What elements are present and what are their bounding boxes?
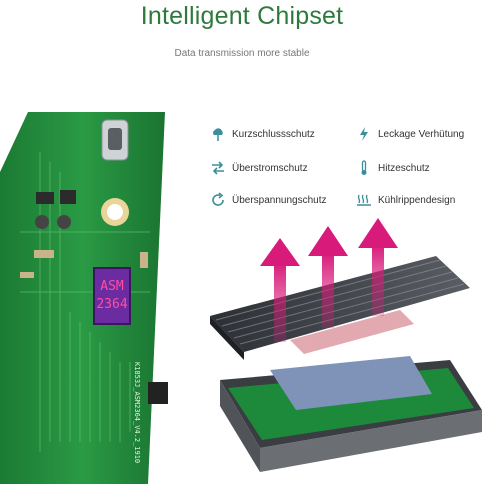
feature-list: Kurzschlussschutz Leckage Verhütung Über…	[210, 126, 484, 216]
heat-arrows	[260, 218, 398, 342]
feature-label: Kurzschlussschutz	[232, 128, 315, 140]
lightning-icon	[360, 127, 368, 141]
thermometer-icon	[361, 160, 367, 175]
feature-label: Überspannungschutz	[232, 194, 327, 206]
cycle-icon	[212, 192, 224, 206]
page-title: Intelligent Chipset	[140, 2, 344, 30]
feature-cooling-fins: Kühlrippendesign	[356, 192, 455, 208]
page-subtitle: Data transmission more stable	[174, 48, 310, 59]
heat-waves-icon	[357, 194, 371, 206]
silkscreen-text: K1853J_ASM2364_V4.2_1910	[133, 362, 141, 463]
feature-label: Überstromschutz	[232, 162, 308, 174]
current-arrows-icon	[212, 161, 224, 175]
feature-overcurrent: Überstromschutz	[210, 160, 308, 176]
pcb-board-image: ASM 2364 K1853J_ASM2364_V4.2_1910	[0, 112, 168, 484]
enclosure-image	[210, 218, 482, 472]
feature-leakage: Leckage Verhütung	[356, 126, 464, 142]
feature-label: Leckage Verhütung	[378, 128, 465, 140]
feature-overvoltage: Überspannungschutz	[210, 192, 327, 208]
chip-label-line1: ASM	[100, 279, 124, 294]
feature-short-circuit: Kurzschlussschutz	[210, 126, 315, 142]
feature-label: Kühlrippendesign	[378, 194, 456, 206]
cloud-shield-icon	[213, 128, 223, 141]
feature-label: Hitzeschutz	[378, 162, 430, 174]
chip-label-line2: 2364	[96, 297, 127, 312]
feature-heat: Hitzeschutz	[356, 160, 430, 176]
